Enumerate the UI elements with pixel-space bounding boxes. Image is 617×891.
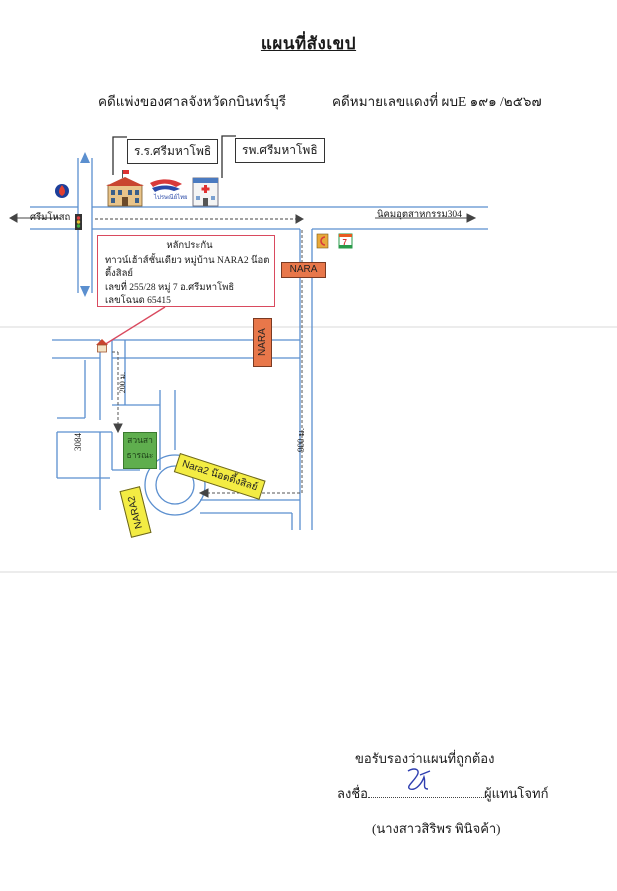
- signer-name: (นางสาวสิริพร พินิจค้า): [372, 821, 501, 836]
- signer-role: ผู้แทนโจทก์: [483, 786, 549, 801]
- page-title: แผนที่สังเขป: [260, 34, 357, 53]
- collateral-callout: หลักประกัน ทาวน์เฮ้าส์ชั้นเดียว หมู่บ้าน…: [97, 235, 275, 307]
- certification-text: ขอรับรองว่าแผนที่ถูกต้อง: [355, 751, 495, 766]
- road-label-srimahosot: ศรีมโหสถ: [30, 213, 71, 223]
- distance-label-200: 200 ม.: [118, 372, 127, 394]
- distance-label-900: 900 ม.: [296, 428, 306, 452]
- landmark-brackets: [112, 135, 236, 178]
- sign-label: ลงชื่อ: [337, 786, 368, 801]
- seven-eleven-icon: 7: [338, 233, 353, 249]
- school-label: ร.ร.ศรีมหาโพธิ: [127, 139, 219, 164]
- gas-station-icon: [55, 184, 69, 198]
- road-label-industrial: นิคมอุตสาหกรรม304: [377, 210, 462, 220]
- signature-mark: [407, 768, 431, 790]
- case-number: คดีหมายเลขแดงที่ ผบE ๑๙๑ /๒๕๖๗: [332, 94, 542, 109]
- school-icon: [106, 170, 144, 207]
- public-park: สวนสา ธารณะ: [123, 432, 157, 469]
- post-office-logo-icon: [150, 179, 182, 192]
- convenience-store-icon: [316, 233, 329, 249]
- nara-sign-vertical: NARA: [253, 318, 272, 367]
- callout-line-1: ทาวน์เฮ้าส์ชั้นเดียว หมู่บ้าน NARA2 น๊อต…: [105, 255, 270, 280]
- signature-dotted-line: [367, 785, 484, 798]
- road-label-3084: 3084: [73, 433, 83, 451]
- hospital-icon: [192, 177, 219, 207]
- house-icon: [96, 339, 108, 353]
- traffic-light-icon: [75, 214, 82, 230]
- callout-pointer: [103, 306, 166, 346]
- signature-line: ลงชื่อ ผู้แทนโจทก์: [337, 783, 548, 804]
- direction-arrows: [8, 152, 477, 498]
- callout-line-3: เลขโฉนด 65415: [105, 296, 171, 306]
- nara-sign-top: NARA: [281, 262, 326, 278]
- court-name: คดีแพ่งของศาลจังหวัดกบินทร์บุรี: [98, 94, 287, 109]
- hospital-label: รพ.ศรีมหาโพธิ: [235, 138, 325, 163]
- callout-heading: หลักประกัน: [166, 241, 213, 251]
- svg-text:7: 7: [343, 238, 348, 247]
- post-office-label: ไปรษณีย์ไทย: [154, 195, 188, 201]
- callout-line-2: เลขที่ 255/28 หมู่ 7 อ.ศรีมหาโพธิ: [105, 282, 235, 293]
